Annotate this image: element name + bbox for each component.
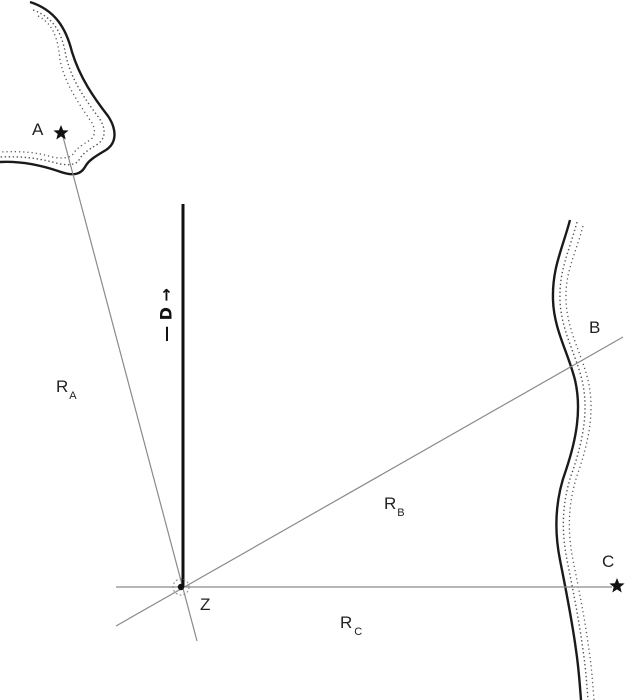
range-label-c-main: R — [340, 613, 352, 632]
range-line-a — [61, 132, 198, 642]
point-label-a: A — [32, 120, 44, 139]
range-label-a-main: R — [56, 377, 68, 396]
range-label-a: RA — [56, 377, 77, 402]
range-label-b-sub: B — [397, 507, 404, 519]
fix-point-z — [172, 578, 190, 596]
star-icon-station-a — [53, 125, 69, 140]
range-line-b — [115, 336, 624, 627]
point-label-z: Z — [200, 595, 210, 614]
range-label-a-sub: A — [69, 390, 77, 402]
range-label-b-main: R — [384, 494, 396, 513]
point-label-c: C — [602, 552, 614, 571]
direction-label: — D → — [157, 288, 176, 342]
point-label-b: B — [589, 318, 600, 337]
star-icon-station-c — [609, 578, 625, 593]
range-label-c-sub: C — [354, 626, 362, 638]
coastline-top-left — [0, 0, 116, 176]
range-label-b: RB — [384, 494, 405, 519]
coastline-right — [551, 219, 595, 700]
